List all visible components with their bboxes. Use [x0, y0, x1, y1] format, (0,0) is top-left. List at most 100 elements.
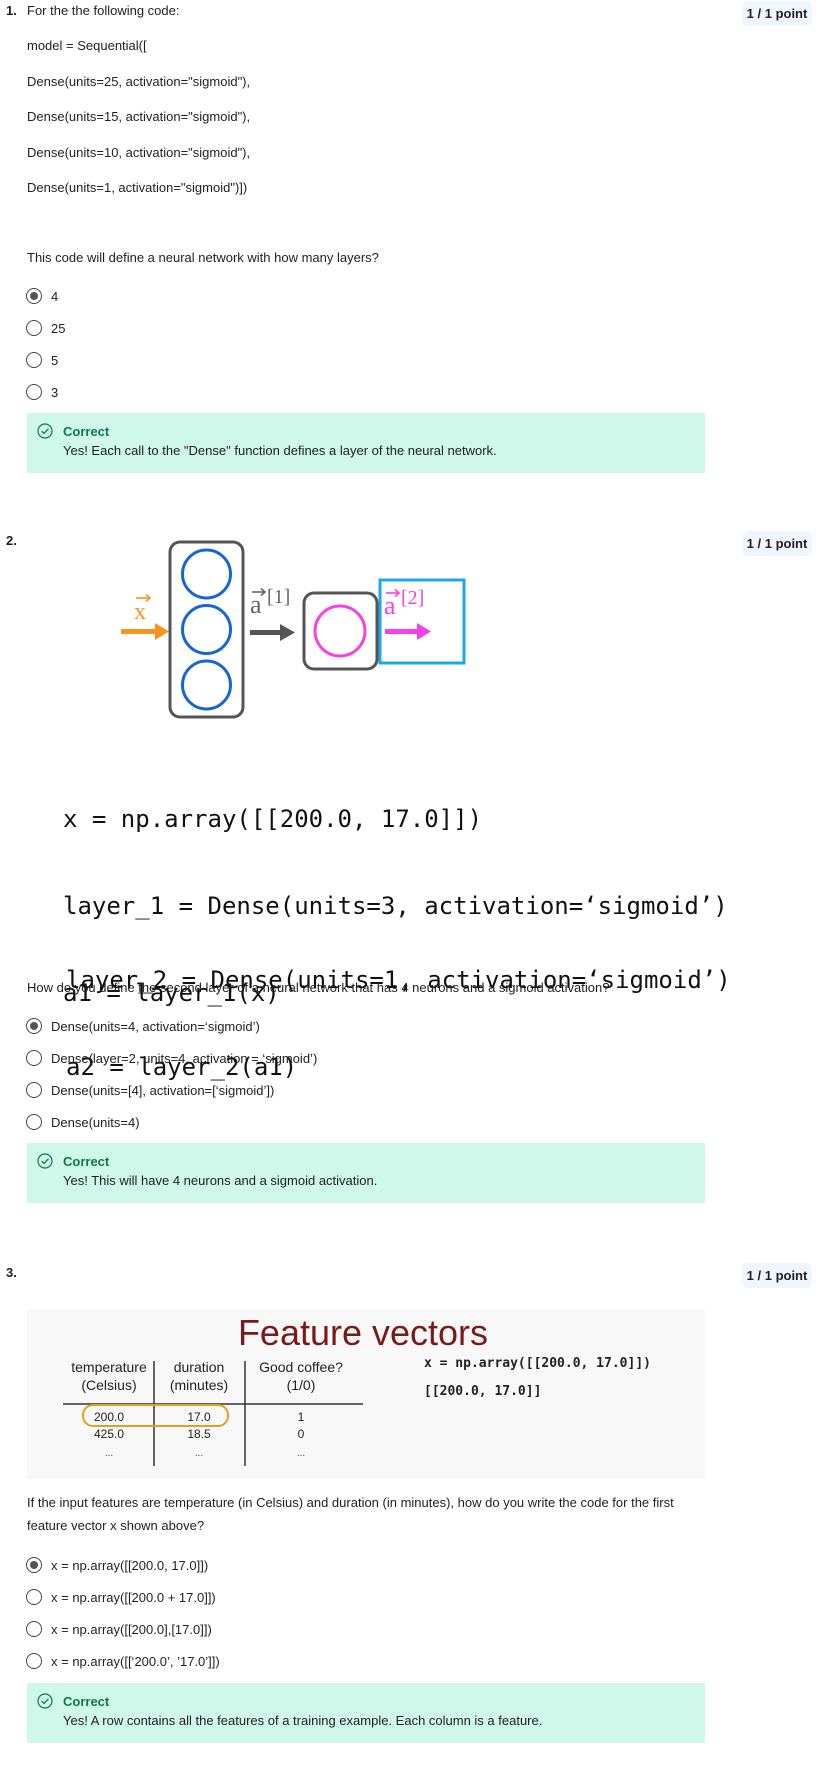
a2-vector-label: a [2] — [384, 587, 424, 620]
svg-text:x: x — [134, 599, 146, 625]
radio-icon[interactable] — [26, 384, 42, 400]
a1-vector-label: a [1] — [250, 586, 290, 619]
points-badge: 1 / 1 point — [742, 1263, 812, 1288]
radio-icon[interactable] — [26, 1589, 42, 1605]
radio-icon[interactable] — [26, 1082, 42, 1098]
table-header: (minutes) — [170, 1377, 228, 1393]
answer-option[interactable]: Dense(units=4) — [26, 1112, 140, 1132]
figure-title: Feature vectors — [238, 1312, 488, 1353]
feedback-title: Correct — [63, 1694, 110, 1709]
table-header: (Celsius) — [81, 1377, 136, 1393]
hidden-arrow-icon — [250, 624, 295, 641]
radio-icon[interactable] — [26, 320, 42, 336]
code-line: a1 = layer_1(x) — [63, 979, 280, 1007]
feedback-title: Correct — [63, 424, 110, 439]
x-vector-label: x — [134, 593, 152, 625]
feedback-box: Correct Yes! This will have 4 neurons an… — [27, 1143, 705, 1203]
table-cell: ... — [297, 1448, 305, 1459]
option-label: Dense(units=4, activation=‘sigmoid’) — [51, 1018, 260, 1034]
radio-selected-icon[interactable] — [26, 1557, 42, 1573]
output-arrow-icon — [385, 623, 431, 640]
feedback-title: Correct — [63, 1154, 110, 1169]
answer-option[interactable]: Dense(units=[4], activation=[‘sigmoid’]) — [26, 1080, 274, 1100]
table-header: Good coffee? — [259, 1359, 343, 1375]
feature-vectors-figure: Feature vectors temperature (Celsius) du… — [27, 1309, 705, 1479]
option-label: x = np.array([[‘200.0’, ’17.0’]]) — [51, 1653, 220, 1669]
radio-icon[interactable] — [26, 1653, 42, 1669]
feedback-message: Yes! A row contains all the features of … — [63, 1713, 543, 1728]
answer-option[interactable]: 25 — [26, 318, 65, 338]
question-text: This code will define a neural network w… — [27, 250, 379, 265]
answer-option[interactable]: x = np.array([[200.0 + 17.0]]) — [26, 1587, 216, 1607]
code-line: model = Sequential([ — [27, 38, 147, 53]
svg-text:a: a — [250, 590, 262, 619]
radio-icon[interactable] — [26, 1621, 42, 1637]
option-label: Dense(units=[4], activation=[‘sigmoid’]) — [51, 1082, 275, 1098]
question-text: How do you define the second layer of a … — [27, 980, 610, 995]
option-label: x = np.array([[200.0],[17.0]]) — [51, 1621, 212, 1637]
question-text: If the input features are temperature (i… — [27, 1495, 674, 1510]
option-label: 5 — [51, 352, 59, 368]
table-cell: 200.0 — [94, 1410, 124, 1424]
svg-text:[1]: [1] — [267, 586, 290, 608]
radio-selected-icon[interactable] — [26, 288, 42, 304]
neuron-icon — [181, 548, 232, 600]
code-block: x = np.array([[200.0, 17.0]]) layer_1 = … — [63, 747, 728, 1066]
check-circle-icon — [37, 423, 53, 439]
answer-option[interactable]: 3 — [26, 382, 58, 402]
question-intro: For the the following code: — [27, 3, 180, 18]
answer-option[interactable]: Dense(units=4, activation=‘sigmoid’) — [26, 1016, 260, 1036]
check-circle-icon — [37, 1153, 53, 1169]
answer-option[interactable]: x = np.array([[‘200.0’, ’17.0’]]) — [26, 1651, 220, 1671]
answer-option[interactable]: Dense(layer=2, units=4, activation = ‘si… — [26, 1048, 317, 1068]
answer-option[interactable]: 4 — [26, 286, 58, 306]
code-line: layer_2 = Dense(units=1, activation=‘sig… — [66, 966, 731, 994]
feedback-box: Correct Yes! A row contains all the feat… — [27, 1683, 705, 1743]
svg-text:[2]: [2] — [401, 587, 424, 609]
output-box — [378, 578, 466, 665]
code-block: layer_2 = Dense(units=1, activation=‘sig… — [66, 908, 731, 1140]
check-circle-icon — [37, 1693, 53, 1709]
answer-option[interactable]: 5 — [26, 350, 58, 370]
answer-option[interactable]: x = np.array([[200.0, 17.0]]) — [26, 1555, 208, 1575]
output-neuron-icon — [313, 604, 367, 658]
code-line: Dense(units=1, activation="sigmoid")]) — [27, 180, 248, 195]
code-line: Dense(units=15, activation="sigmoid"), — [27, 109, 251, 124]
neuron-icon — [181, 604, 232, 655]
table-header: temperature — [71, 1359, 147, 1375]
layer-2-box — [302, 591, 379, 671]
radio-selected-icon[interactable] — [26, 1018, 42, 1034]
svg-text:a: a — [384, 591, 396, 620]
figure-code-line: x = np.array([[200.0, 17.0]]) — [424, 1356, 651, 1371]
code-line: Dense(units=10, activation="sigmoid"), — [27, 145, 251, 160]
table-cell: 425.0 — [94, 1427, 124, 1441]
option-label: Dense(units=4) — [51, 1114, 140, 1130]
points-badge: 1 / 1 point — [742, 1, 812, 26]
feedback-message: Yes! Each call to the "Dense" function d… — [63, 443, 497, 458]
question-number: 3. — [6, 1265, 17, 1280]
table-cell: 1 — [298, 1410, 305, 1424]
option-label: x = np.array([[200.0 + 17.0]]) — [51, 1589, 216, 1605]
input-arrow-icon — [121, 623, 169, 640]
table-cell: ... — [105, 1448, 113, 1459]
option-label: x = np.array([[200.0, 17.0]]) — [51, 1557, 209, 1573]
radio-icon[interactable] — [26, 1050, 42, 1066]
code-line: x = np.array([[200.0, 17.0]]) — [63, 805, 483, 833]
layer-1-box — [168, 540, 245, 719]
option-label: 25 — [51, 320, 66, 336]
table-header: (1/0) — [287, 1377, 316, 1393]
question-number: 1. — [6, 3, 17, 18]
option-label: 4 — [51, 288, 59, 304]
highlight-oval — [82, 1404, 229, 1427]
table-cell: 18.5 — [187, 1427, 211, 1441]
radio-icon[interactable] — [26, 1114, 42, 1130]
code-line: a2 = layer_2(a1) — [66, 1053, 298, 1081]
option-label: 3 — [51, 384, 59, 400]
code-line: layer_1 = Dense(units=3, activation=‘sig… — [63, 892, 728, 920]
feedback-message: Yes! This will have 4 neurons and a sigm… — [63, 1173, 378, 1188]
points-badge: 1 / 1 point — [742, 531, 812, 556]
table-cell: ... — [195, 1448, 203, 1459]
radio-icon[interactable] — [26, 352, 42, 368]
answer-option[interactable]: x = np.array([[200.0],[17.0]]) — [26, 1619, 212, 1639]
neural-network-diagram: x a [1] a [2] — [121, 540, 466, 719]
